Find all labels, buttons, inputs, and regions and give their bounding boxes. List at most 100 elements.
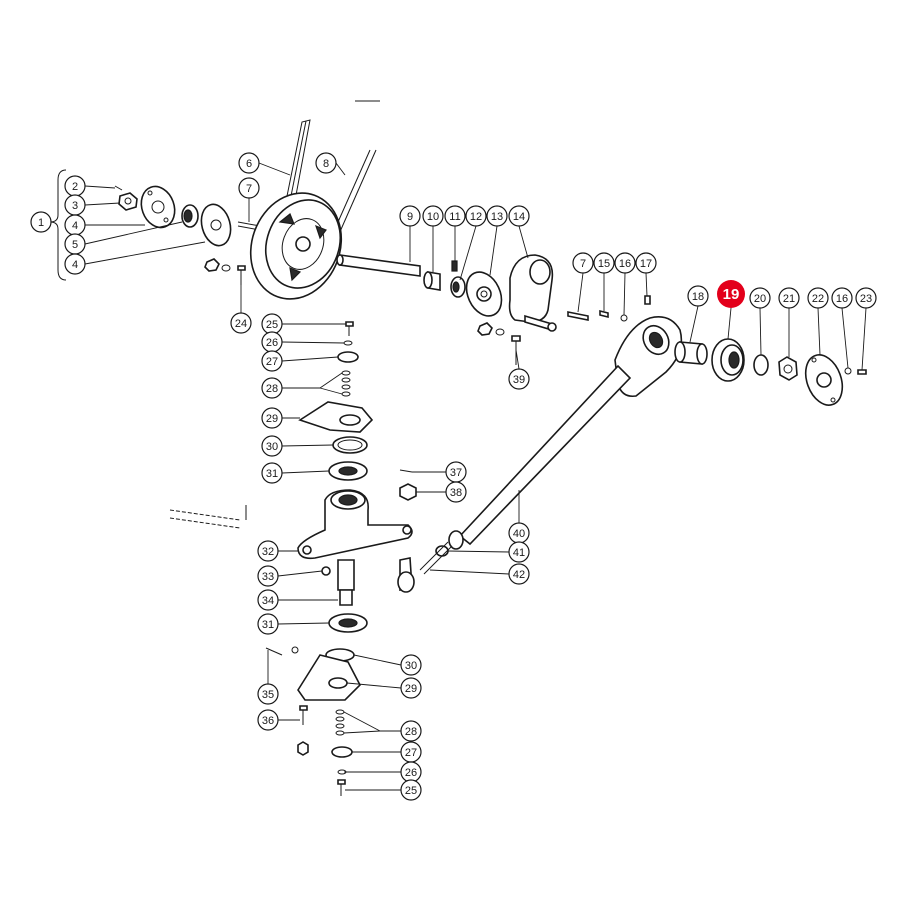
svg-text:4: 4 [72,220,78,232]
callout-7: 7 [238,177,260,199]
callout-16: 16 [614,252,636,274]
svg-text:7: 7 [580,258,586,270]
svg-text:41: 41 [513,547,525,559]
svg-text:8: 8 [323,158,329,170]
callout-2: 2 [64,175,86,197]
svg-text:40: 40 [513,528,525,540]
bearing-19 [711,338,745,382]
svg-text:31: 31 [266,468,278,480]
leader-line [577,272,584,313]
svg-text:10: 10 [427,211,439,223]
callout-15: 15 [593,252,615,274]
leader-line [319,372,343,389]
group-brace [49,169,67,281]
callout-42: 42 [508,563,530,585]
callout-32: 32 [257,540,279,562]
leader-line [459,225,477,281]
callout-28b: 28 [400,720,422,742]
sleeve-10 [423,271,441,291]
leader-line [518,225,529,259]
leader-line [281,341,345,344]
upper-stack [298,321,374,481]
callout-30: 30 [261,435,283,457]
leader-line [84,221,183,245]
callout-39: 39 [508,368,530,390]
parts-drawing [49,100,867,796]
lever-arm-40 [448,316,683,550]
leader-line [515,349,520,370]
crank-14 [508,254,557,332]
svg-text:21: 21 [783,293,795,305]
bearing-12 [450,276,466,298]
leader-line [689,305,699,343]
callout-12: 12 [465,205,487,227]
svg-text:20: 20 [754,293,766,305]
leader-line [727,307,732,340]
svg-text:15: 15 [598,258,610,270]
callout-11: 11 [444,205,466,227]
callouts: 1 2 3 4 5 4 6 7 8 9 10 11 12 13 14 7 15 … [30,152,877,801]
leader-line [277,570,323,577]
callout-34: 34 [257,589,279,611]
svg-text:11: 11 [449,211,460,223]
callout-28: 28 [261,377,283,399]
sleeve-18 [674,341,708,365]
svg-text:30: 30 [266,441,278,453]
callout-9: 9 [399,205,421,227]
leader-line [84,241,206,265]
svg-text:7: 7 [246,183,252,195]
svg-text:29: 29 [266,413,278,425]
flange-22 [804,354,844,406]
callout-37: 37 [445,461,467,483]
svg-text:13: 13 [491,211,503,223]
callout-31: 31 [261,462,283,484]
svg-text:22: 22 [812,293,824,305]
callout-18: 18 [687,285,709,307]
callout-22: 22 [807,287,829,309]
callout-4: 4 [64,214,86,236]
leader-line [623,272,626,316]
svg-text:32: 32 [262,546,274,558]
leader-line [861,307,867,371]
svg-text:33: 33 [262,571,274,583]
svg-text:35: 35 [262,689,274,701]
svg-text:9: 9 [407,211,413,223]
leader-line [343,730,381,734]
svg-text:17: 17 [640,258,652,270]
svg-text:39: 39 [513,374,525,386]
callout-35: 35 [257,683,279,705]
shaft-9 [336,254,421,277]
part-flange-4 [140,185,176,229]
leader-line [281,470,330,474]
svg-text:26: 26 [266,337,278,349]
callout-19-highlighted: 19 [717,280,745,308]
leader-line [84,185,116,189]
svg-text:12: 12 [470,211,482,223]
svg-text:30: 30 [405,660,417,672]
svg-text:31: 31 [262,619,274,631]
callout-21: 21 [778,287,800,309]
bracket-32 [297,489,413,560]
leader-line [759,307,762,356]
svg-text:4: 4 [72,259,78,271]
svg-text:2: 2 [72,181,78,193]
callout-1: 1 [30,211,52,233]
lower-stack [265,613,368,796]
svg-text:37: 37 [450,467,462,479]
svg-text:23: 23 [860,293,872,305]
callout-40: 40 [508,522,530,544]
callout-4b: 4 [64,253,86,275]
callout-7b: 7 [572,252,594,274]
leader-line [277,622,330,625]
svg-text:1: 1 [38,217,44,229]
pulley-8 [249,192,343,300]
leader-lines [84,162,867,791]
leader-line [258,162,291,176]
callout-3: 3 [64,194,86,216]
callout-25b: 25 [400,779,422,801]
callout-8: 8 [315,152,337,174]
svg-text:16: 16 [619,258,631,270]
part-flange-4b [200,203,232,247]
part-bearing-5 [181,204,199,228]
